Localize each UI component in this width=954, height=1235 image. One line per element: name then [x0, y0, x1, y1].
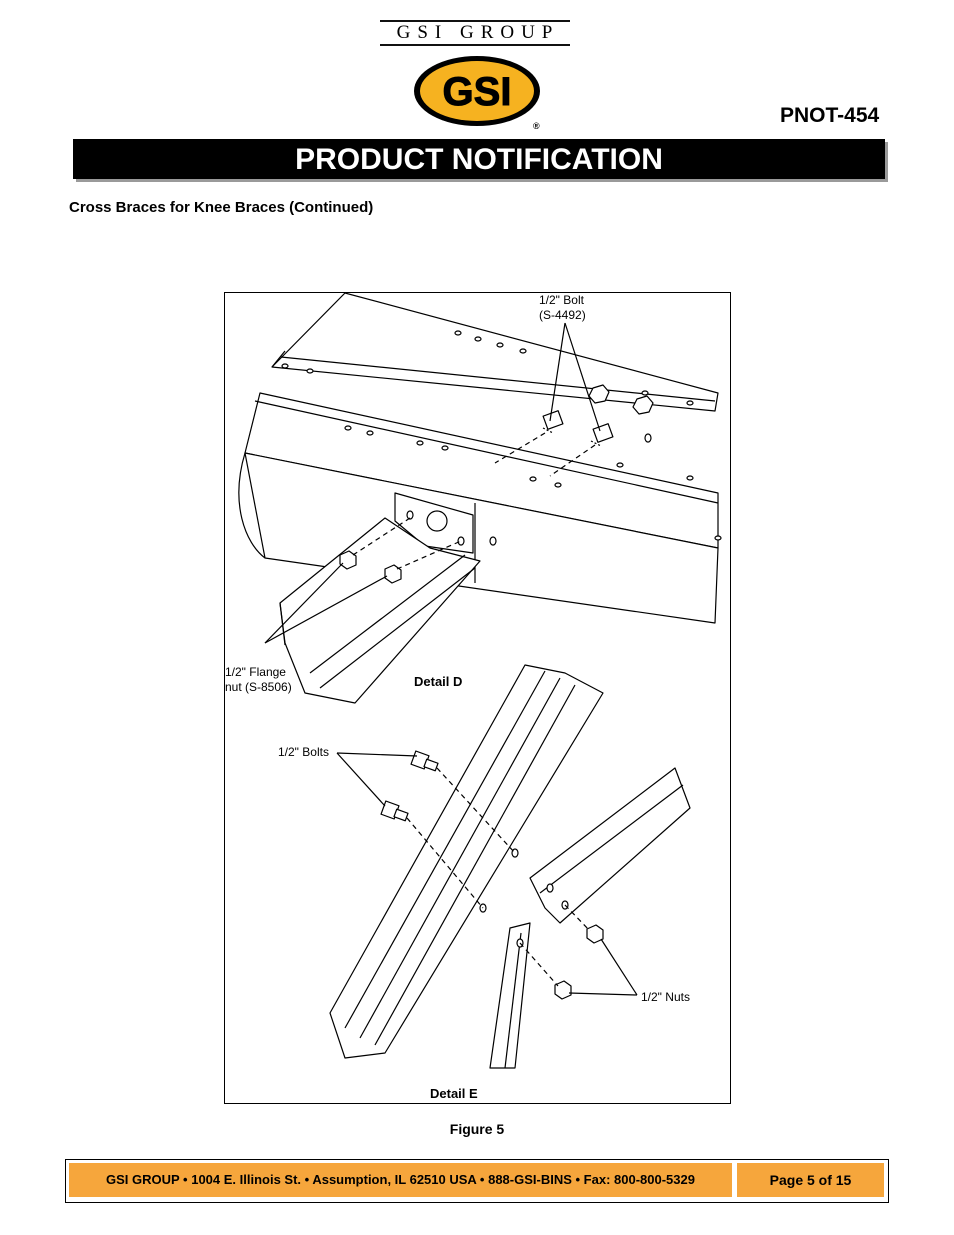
- bolt-e-dash-1: [436, 767, 516, 854]
- brand-bottom-rule: [380, 44, 570, 46]
- bolt-dash-line-2: [549, 444, 596, 477]
- section-heading: Cross Braces for Knee Braces (Continued): [69, 199, 374, 216]
- gsi-logo: GSI ®: [412, 55, 542, 136]
- callout-bolt-s4492: 1/2" Bolt (S-4492): [539, 293, 586, 322]
- footer-address: GSI GROUP • 1004 E. Illinois St. • Assum…: [69, 1163, 732, 1197]
- bolt-e-lower: [380, 800, 409, 822]
- main-channel-lip: [254, 400, 719, 504]
- bolt-e-leader-2: [336, 752, 386, 807]
- brand-top-rule: [380, 20, 570, 22]
- hex-head-2: [632, 395, 654, 415]
- nut-e-dash-2: [519, 942, 559, 987]
- callout-bolts-e: 1/2" Bolts: [278, 745, 329, 759]
- long-brace-fold-1: [344, 670, 546, 1029]
- nut-e-leader-1: [600, 938, 638, 996]
- document-number: PNOT-454: [780, 104, 880, 127]
- nut-leader-1: [264, 562, 344, 644]
- upper-channel-top-face: [271, 293, 719, 412]
- nut-dash-line-1: [352, 517, 411, 556]
- flange-nut-1: [339, 550, 357, 570]
- bolt-s4492-right: [590, 423, 614, 447]
- nut-e-upper: [586, 924, 604, 944]
- bolt-s4492-left: [542, 410, 564, 434]
- lower-brace-fold: [504, 932, 522, 1069]
- bolt-e-leader-1: [336, 752, 418, 757]
- nut-e-lower: [554, 980, 572, 1000]
- figure-caption: Figure 5: [449, 1121, 505, 1137]
- main-channel-holes: [344, 425, 722, 546]
- brand-header: GSI GROUP: [380, 20, 570, 46]
- callout-nuts-e: 1/2" Nuts: [641, 990, 690, 1004]
- knee-brace-edge: [279, 602, 286, 646]
- page-number: Page 5 of 15: [737, 1163, 884, 1197]
- detail-e-cross-brace: [529, 767, 691, 924]
- cross-brace-fold: [539, 784, 684, 894]
- logo-letters: GSI: [443, 70, 512, 114]
- nut-dash-line-2: [396, 540, 462, 570]
- nut-e-dash-1: [564, 904, 591, 932]
- main-channel-side-face: [244, 452, 719, 624]
- nut-e-leader-2: [568, 992, 638, 996]
- bolt-dash-line-1: [494, 432, 546, 464]
- long-brace-fold-2: [359, 677, 561, 1039]
- bolt-leader-1: [549, 322, 566, 422]
- knee-brace-angle: [279, 517, 481, 704]
- page-title-banner: PRODUCT NOTIFICATION: [73, 139, 885, 179]
- flange-nut-2: [384, 564, 402, 584]
- detail-e-label: Detail E: [430, 1086, 478, 1101]
- bracket-large-hole: [426, 510, 448, 532]
- knee-brace-fold: [309, 554, 466, 674]
- brand-name: GSI GROUP: [396, 22, 560, 43]
- knee-brace-fold-2: [319, 567, 476, 689]
- registered-mark: ®: [533, 121, 540, 131]
- logo-gold-fill: [420, 61, 534, 121]
- long-brace-fold-3: [374, 684, 576, 1046]
- assembly-drawing: [238, 293, 722, 1069]
- main-channel-curve: [238, 452, 266, 559]
- upper-channel-holes: [281, 330, 694, 406]
- figure-5-illustration: 1/2" Bolt (S-4492) 1/2" Flange nut (S-85…: [224, 292, 731, 1104]
- detail-d-label: Detail D: [414, 674, 463, 689]
- callout-flange-nut: 1/2" Flange nut (S-8506): [225, 665, 292, 694]
- detail-e-lower-brace: [489, 922, 531, 1069]
- upper-channel-edge: [271, 350, 286, 368]
- detail-e-long-brace: [329, 664, 604, 1059]
- bolt-e-upper: [410, 750, 439, 772]
- bolt-leader-2: [564, 322, 601, 432]
- footer: GSI GROUP • 1004 E. Illinois St. • Assum…: [65, 1159, 889, 1203]
- nut-leader-2: [264, 575, 388, 644]
- bolt-e-dash-2: [406, 817, 484, 909]
